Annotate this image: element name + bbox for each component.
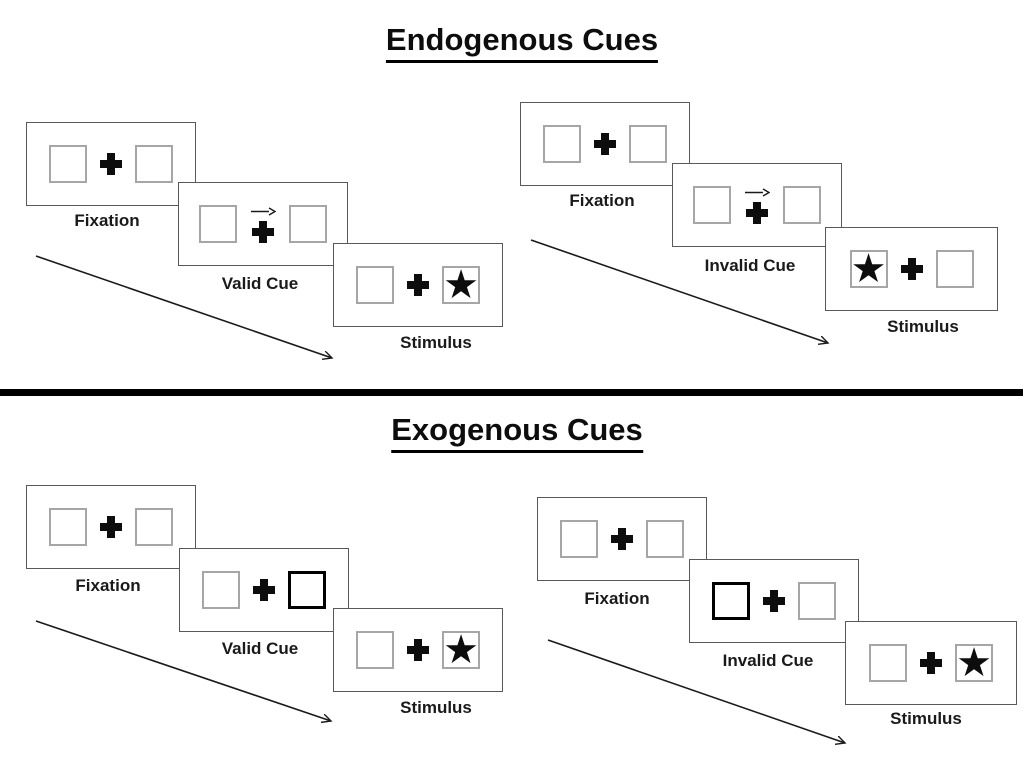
valid-cue-screen — [178, 182, 348, 266]
left-target-box-highlighted — [712, 582, 750, 620]
fixation-cross-icon — [920, 652, 942, 674]
central-fixation — [253, 579, 275, 601]
step-label: Valid Cue — [221, 274, 299, 293]
target-star-icon: ★ — [443, 266, 479, 304]
central-fixation — [611, 528, 633, 550]
fixation-screen — [520, 102, 690, 186]
right-target-box — [135, 508, 173, 546]
fixation-cross-icon — [100, 153, 122, 175]
stimulus-screen: ★ — [333, 608, 503, 692]
fixation-screen — [26, 122, 196, 206]
step-label: Fixation — [75, 576, 141, 595]
central-fixation — [920, 652, 942, 674]
target-star-icon: ★ — [850, 250, 887, 288]
central-fixation — [100, 516, 122, 538]
right-target-box — [629, 125, 667, 163]
left-target-box — [202, 571, 240, 609]
step-label: Stimulus — [400, 333, 472, 352]
left-target-box — [693, 186, 731, 224]
fixation-cross-icon — [407, 274, 429, 296]
stimulus-screen: ★ — [333, 243, 503, 327]
step-label: Invalid Cue — [722, 651, 814, 670]
target-star-icon: ★ — [956, 644, 992, 682]
stimulus-screen: ★ — [845, 621, 1017, 705]
fixation-cross-icon — [763, 590, 785, 612]
timeline-arrow-endogenous-valid — [35, 255, 332, 358]
left-target-box — [356, 266, 394, 304]
step-label: Fixation — [584, 589, 650, 608]
step-label: Fixation — [569, 191, 635, 210]
right-target-box — [289, 205, 327, 243]
timeline-arrow-exogenous-valid — [35, 620, 331, 721]
left-target-box — [356, 631, 394, 669]
central-fixation — [744, 187, 770, 224]
fixation-cross-icon — [100, 516, 122, 538]
right-target-box — [646, 520, 684, 558]
left-target-box — [869, 644, 907, 682]
right-target-box: ★ — [442, 266, 480, 304]
valid-cue-screen — [179, 548, 349, 632]
left-target-box — [199, 205, 237, 243]
exogenous-section-title: Exogenous Cues — [391, 412, 643, 453]
step-label: Stimulus — [890, 709, 962, 728]
stimulus-screen: ★ — [825, 227, 998, 311]
right-target-box — [935, 250, 974, 288]
invalid-cue-screen — [689, 559, 859, 643]
invalid-cue-screen — [672, 163, 842, 247]
left-target-box: ★ — [849, 250, 888, 288]
step-label: Fixation — [74, 211, 140, 230]
central-fixation — [407, 639, 429, 661]
right-target-box — [783, 186, 821, 224]
central-fixation — [250, 206, 276, 243]
cue-arrow-right-icon — [251, 206, 276, 216]
central-fixation — [100, 153, 122, 175]
cue-arrow-right-icon — [745, 187, 770, 197]
fixation-cross-icon — [746, 201, 768, 224]
right-target-box: ★ — [955, 644, 993, 682]
fixation-screen — [537, 497, 707, 581]
left-target-box — [49, 145, 87, 183]
endogenous-section-title: Endogenous Cues — [385, 22, 659, 63]
right-target-box: ★ — [442, 631, 480, 669]
step-label: Stimulus — [887, 317, 959, 336]
fixation-cross-icon — [900, 258, 923, 280]
central-fixation — [763, 590, 785, 612]
fixation-cross-icon — [252, 220, 274, 243]
step-label: Invalid Cue — [704, 256, 796, 275]
right-target-box — [798, 582, 836, 620]
right-target-box — [135, 145, 173, 183]
left-target-box — [560, 520, 598, 558]
section-divider — [0, 389, 1023, 396]
left-target-box — [543, 125, 581, 163]
central-fixation — [407, 274, 429, 296]
fixation-screen — [26, 485, 196, 569]
step-label: Valid Cue — [221, 639, 299, 658]
central-fixation — [900, 258, 923, 280]
central-fixation — [594, 133, 616, 155]
fixation-cross-icon — [594, 133, 616, 155]
fixation-cross-icon — [611, 528, 633, 550]
step-label: Stimulus — [400, 698, 472, 717]
fixation-cross-icon — [253, 579, 275, 601]
left-target-box — [49, 508, 87, 546]
fixation-cross-icon — [407, 639, 429, 661]
target-star-icon: ★ — [443, 631, 479, 669]
right-target-box-highlighted — [288, 571, 326, 609]
